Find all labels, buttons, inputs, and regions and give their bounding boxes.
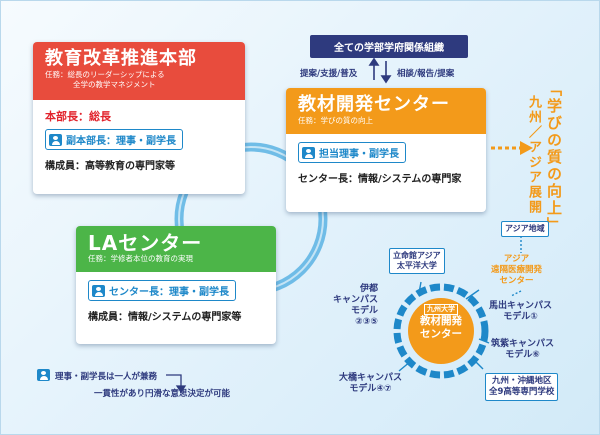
note-line-2: 一貫性があり円滑な意思決定が可能 [94, 389, 231, 399]
reform-hq-member: 構成員：高等教育の専門家等 [45, 161, 175, 172]
asia-line-2: 遠隔医療開発 [491, 265, 543, 275]
person-icon [37, 369, 50, 381]
reform-hq-header: 教育改革推進本部 任務：総長のリーダーシップによる 全学の教学マネジメント [33, 42, 245, 100]
maidashi-line-2: モデル① [503, 312, 538, 322]
network-center: 九州大学 教材開発 センター [408, 304, 474, 341]
ito-line-2: キャンパス [333, 295, 379, 305]
materials-center-body: 担当理事・副学長 センター長：情報/システムの専門家 [286, 134, 486, 191]
ohashi-line-1: 大橋キャンパス [339, 373, 403, 383]
goal-arrow-icon [491, 141, 533, 155]
all-faculties-bar: 全ての学部学府関係組織 [310, 35, 468, 58]
maidashi-line-1: 馬出キャンパス [489, 301, 553, 311]
asia-region-label: アジア地域 [505, 224, 545, 233]
kosen-node: 九州・沖縄地区 全9高等専門学校 [485, 373, 559, 401]
apu-line-2: 太平洋大学 [396, 261, 437, 270]
ohashi-line-2: モデル④⑦ [349, 384, 392, 394]
kosen-line-1: 九州・沖縄地区 [491, 376, 552, 386]
person-icon [302, 147, 315, 159]
asia-telemedicine-node: アジア 遠隔医療開発 センター [491, 254, 542, 287]
reform-hq-leader: 本部長：総長 [45, 110, 111, 123]
materials-center-header: 教材開発センター 任務：学びの質の向上 [286, 88, 486, 134]
asia-region-node: アジア地域 [501, 221, 549, 237]
apu-node: 立命館アジア 太平洋大学 [389, 248, 445, 274]
reform-hq-task: 任務：総長のリーダーシップによる [45, 70, 165, 79]
network-center-top: 九州大学 [424, 304, 458, 315]
reform-hq-vice-label: 副本部長：理事・副学長 [66, 136, 176, 147]
materials-center-pill-label: 担当理事・副学長 [319, 149, 399, 160]
apu-line-1: 立命館アジア [393, 251, 441, 260]
materials-center-task: 任務：学びの質の向上 [298, 116, 373, 125]
report-label: 相談/報告/提案 [397, 69, 455, 79]
asia-line-3: センター [499, 276, 534, 286]
chikushi-line-2: モデル⑥ [505, 350, 540, 360]
chikushi-campus-node: 筑紫キャンパス モデル⑥ [491, 339, 554, 361]
reform-hq-title: 教育改革推進本部 [45, 48, 197, 69]
reform-hq-vice-pill: 副本部長：理事・副学長 [45, 129, 183, 150]
materials-center-title: 教材開発センター [298, 94, 450, 115]
la-center-title: LAセンター [88, 231, 203, 255]
ohashi-campus-node: 大橋キャンパス モデル④⑦ [339, 373, 402, 395]
kosen-line-2: 全9高等専門学校 [489, 387, 555, 397]
updown-arrows-icon [368, 57, 392, 84]
la-center-pill-label: センター長：理事・副学長 [109, 287, 229, 298]
la-center-task: 任務：学修者本位の教育の実現 [88, 254, 193, 263]
ito-line-1: 伊都 [360, 284, 379, 294]
maidashi-campus-node: 馬出キャンパス モデル① [489, 301, 552, 323]
note-arrow-icon [166, 374, 187, 394]
ito-nums: ②③⑤ [355, 317, 379, 327]
network-center-line-2: センター [420, 328, 462, 340]
support-label: 提案/支援/普及 [300, 69, 358, 79]
materials-center-pill: 担当理事・副学長 [298, 142, 406, 163]
materials-center-box: 教材開発センター 任務：学びの質の向上 担当理事・副学長 センター長：情報/シス… [286, 88, 486, 212]
la-center-body: センター長：理事・副学長 構成員：情報/システムの専門家等 [76, 272, 276, 329]
chikushi-line-1: 筑紫キャンパス [491, 339, 555, 349]
person-icon [92, 285, 105, 297]
network-ring [393, 283, 489, 379]
la-center-member: 構成員：情報/システムの専門家等 [88, 312, 242, 323]
note-line-1: 理事・副学長は一人が兼務 [55, 372, 158, 382]
reform-hq-box: 教育改革推進本部 任務：総長のリーダーシップによる 全学の教学マネジメント 本部… [33, 42, 245, 194]
la-center-header: LAセンター 任務：学修者本位の教育の実現 [76, 226, 276, 272]
reform-hq-body: 本部長：総長 副本部長：理事・副学長 構成員：高等教育の専門家等 [33, 100, 245, 178]
materials-center-member: センター長：情報/システムの専門家 [298, 174, 462, 185]
reform-hq-task-2: 全学の教学マネジメント [73, 80, 156, 89]
person-icon [49, 134, 62, 146]
goal-expansion: 九州／アジア展開 [526, 95, 541, 215]
goal-quality: 「学びの質の向上」 [545, 81, 563, 234]
network-center-line-1: 教材開発 [420, 315, 462, 327]
ito-campus-node: 伊都 キャンパス モデル ②③⑤ [333, 284, 378, 328]
la-center-pill: センター長：理事・副学長 [88, 280, 236, 301]
la-center-box: LAセンター 任務：学修者本位の教育の実現 センター長：理事・副学長 構成員：情… [76, 226, 276, 344]
ito-line-3: モデル [351, 306, 379, 316]
asia-line-1: アジア [503, 254, 530, 264]
